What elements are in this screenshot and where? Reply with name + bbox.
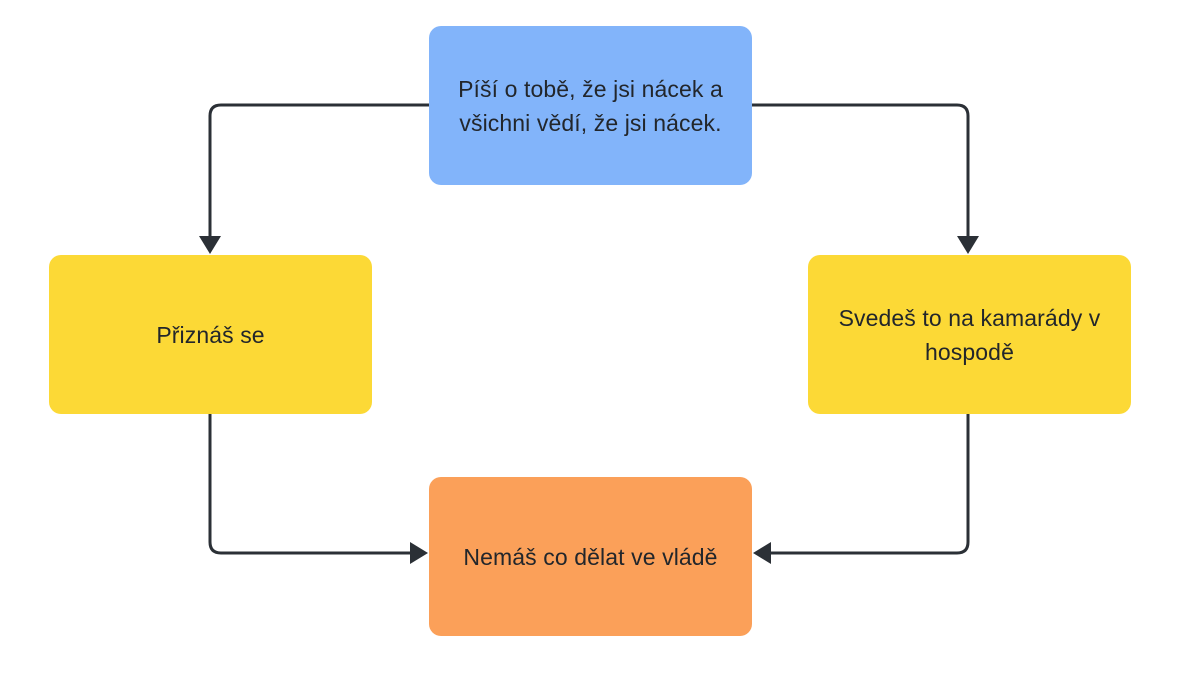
node-government[interactable]: Nemáš co dělat ve vládě	[429, 477, 752, 636]
node-trigger-label: Píší o tobě, že jsi nácek a všichni vědí…	[458, 75, 723, 136]
edge-confess-to-government	[208, 414, 428, 564]
node-trigger[interactable]: Píší o tobě, že jsi nácek a všichni vědí…	[429, 26, 752, 185]
node-confess[interactable]: Přiznáš se	[49, 255, 372, 414]
edge-trigger-to-blame	[752, 103, 979, 254]
node-blame-label: Svedeš to na kamarády v hospodě	[838, 304, 1101, 365]
node-government-label: Nemáš co dělat ve vládě	[463, 543, 718, 570]
node-blame[interactable]: Svedeš to na kamarády v hospodě	[808, 255, 1131, 414]
edge-trigger-to-confess	[199, 103, 429, 254]
edge-blame-to-government	[753, 414, 970, 564]
node-confess-label: Přiznáš se	[156, 321, 265, 348]
